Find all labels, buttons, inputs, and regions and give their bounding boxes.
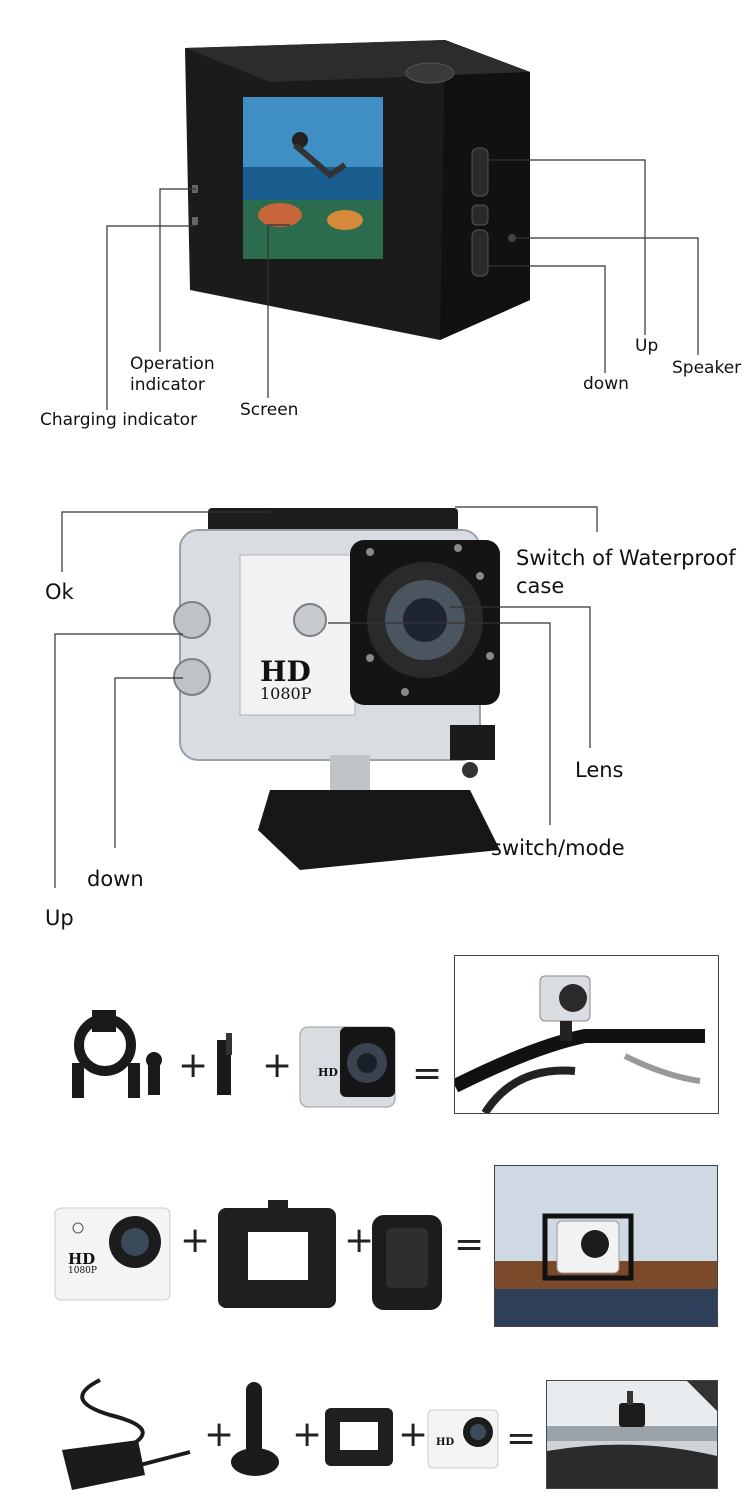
charging-indicator-label: Charging indicator <box>40 410 198 430</box>
belt-camera-hd: HD <box>68 1250 96 1268</box>
bike-mount-parts <box>72 1010 396 1108</box>
plus-operator: + <box>262 1045 293 1086</box>
accessory-row-bike: HD + + = <box>0 955 750 1125</box>
car-mount-result-photo <box>546 1380 718 1489</box>
up-label: Up <box>635 336 659 356</box>
camera-housing-illustration <box>173 508 500 870</box>
switch-waterproof-line1: Switch of Waterproof <box>516 546 736 570</box>
down-label-front: down <box>87 867 144 891</box>
plus-operator: + <box>398 1414 429 1455</box>
camera-front-view: HD 1080P Ok Switch of Waterproof case Le… <box>0 480 750 950</box>
lens-label: Lens <box>575 758 624 782</box>
speaker-label: Speaker <box>672 358 742 378</box>
camera-back-illustration <box>185 40 530 340</box>
switch-mode-label: switch/mode <box>491 836 625 860</box>
resolution-badge-text: 1080P <box>260 684 312 703</box>
accessory-row-car: HD + + + = <box>0 1370 750 1495</box>
belt-camera-badge: HD 1080P <box>68 1252 97 1276</box>
up-label-front: Up <box>45 906 74 930</box>
callout-lines-back <box>106 159 699 410</box>
bike-camera-hd: HD <box>318 1066 338 1079</box>
ok-label: Ok <box>45 580 74 604</box>
plus-operator: + <box>344 1220 375 1261</box>
plus-operator: + <box>292 1414 323 1455</box>
operation-indicator-line1: Operation <box>130 354 215 374</box>
hd-badge-text: HD <box>260 655 311 688</box>
plus-operator: + <box>204 1414 235 1455</box>
belt-camera-res: 1080P <box>68 1266 97 1276</box>
car-scene-illustration <box>547 1381 717 1488</box>
plus-operator: + <box>180 1220 211 1261</box>
switch-waterproof-label: Switch of Waterproof case <box>516 544 736 600</box>
bike-camera-badge: HD <box>318 1067 338 1078</box>
operation-indicator-line2: indicator <box>130 375 205 395</box>
switch-waterproof-line2: case <box>516 574 565 598</box>
car-mount-parts <box>62 1378 499 1490</box>
car-camera-badge: HD <box>436 1438 454 1448</box>
equals-operator: = <box>412 1053 443 1094</box>
callout-lines-front <box>54 506 598 888</box>
belt-clip-result-photo <box>494 1165 718 1327</box>
plus-operator: + <box>178 1045 209 1086</box>
screen-label: Screen <box>240 400 299 420</box>
bike-mount-result-photo <box>454 955 719 1114</box>
accessory-row-belt: HD 1080P + + = <box>0 1160 750 1335</box>
hd-badge: HD 1080P <box>260 658 311 702</box>
equals-operator: = <box>454 1224 485 1265</box>
bike-scene-illustration <box>455 975 705 1113</box>
operation-indicator-label: Operation indicator <box>130 354 215 396</box>
belt-clip-parts <box>54 1200 442 1310</box>
equals-operator: = <box>506 1418 537 1459</box>
belt-scene-illustration <box>495 1166 717 1326</box>
down-label: down <box>583 374 629 394</box>
car-camera-hd: HD <box>436 1437 455 1448</box>
camera-back-view: Operation indicator Charging indicator S… <box>0 0 750 440</box>
